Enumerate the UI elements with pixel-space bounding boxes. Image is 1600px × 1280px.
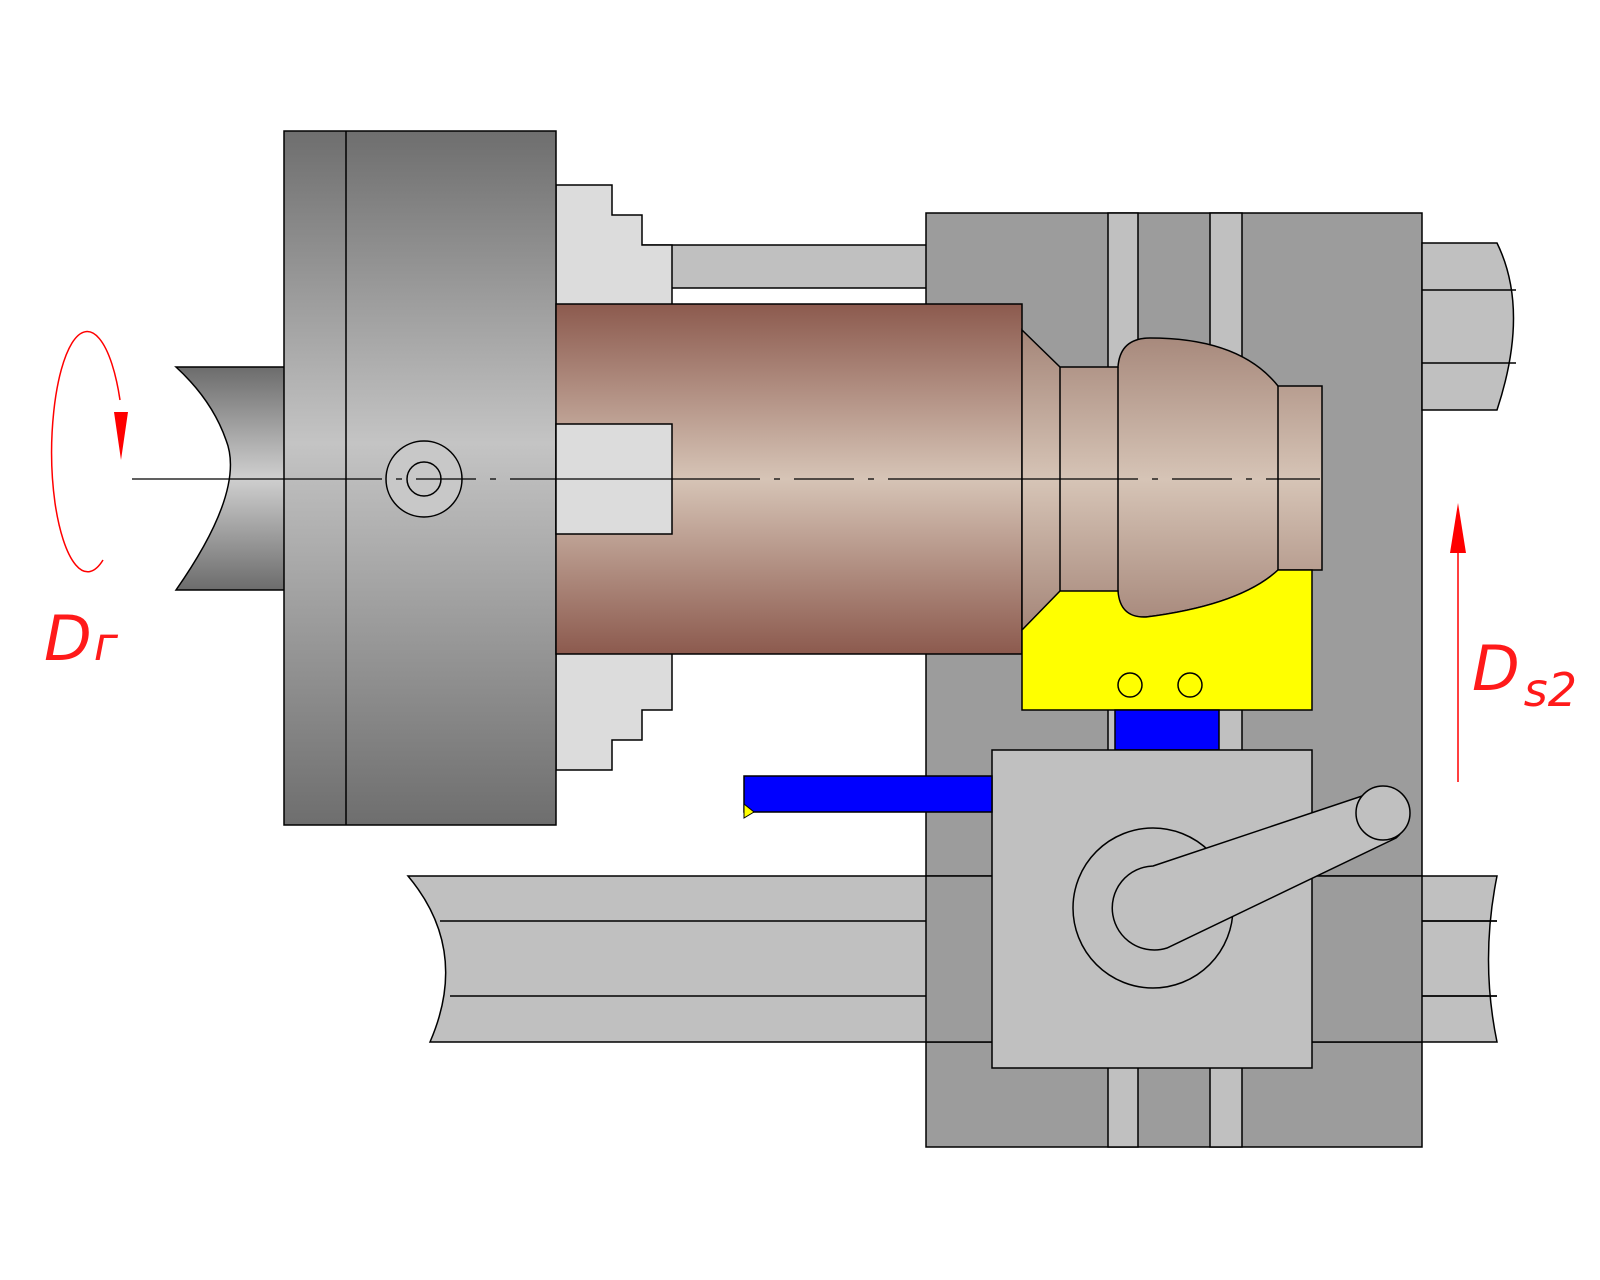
cutting-tool [743, 775, 993, 813]
rotation-label-main: D [44, 602, 92, 675]
form-tool [1021, 569, 1313, 711]
feed-arrowhead-icon [1450, 503, 1466, 553]
rotation-label: Dг [44, 602, 119, 675]
feed-label-sub: s2 [1524, 663, 1577, 717]
feed-label: Ds2 [1472, 632, 1577, 717]
tool-holder-stem [1114, 709, 1220, 751]
handwheel-knob [1355, 785, 1411, 841]
cutting-tool-tip [743, 802, 755, 819]
rotation-arrowhead-icon [114, 412, 128, 460]
chuck-jaw-lower [555, 649, 673, 771]
right-shaft-upper [1421, 242, 1515, 411]
form-tool-screw-2 [1177, 672, 1203, 698]
rotation-label-sub: г [94, 617, 119, 671]
chuck-jaw-upper [555, 184, 673, 306]
form-tool-screw-1 [1117, 672, 1143, 698]
rotation-arrow-icon [50, 330, 121, 573]
feed-label-main: D [1472, 632, 1520, 705]
